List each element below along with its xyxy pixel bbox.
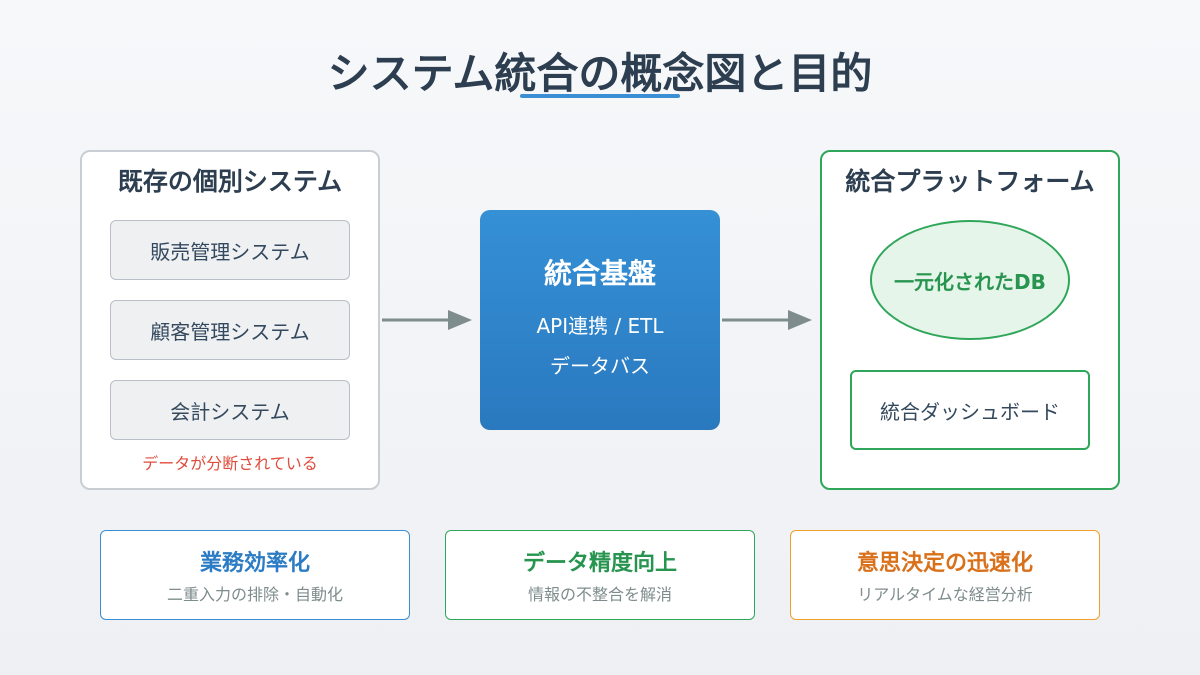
legacy-systems-panel: 既存の個別システム 販売管理システム 顧客管理システム 会計システム データが分… (80, 150, 380, 490)
benefit-accuracy: データ精度向上 情報の不整合を解消 (445, 530, 755, 620)
benefit-efficiency: 業務効率化 二重入力の排除・自動化 (100, 530, 410, 620)
benefit-title: 業務効率化 (199, 551, 310, 576)
customer-system-box: 顧客管理システム (110, 300, 350, 360)
benefit-title: 意思決定の迅速化 (856, 551, 1033, 576)
integrated-dashboard-box: 統合ダッシュボード (850, 370, 1090, 450)
benefit-title: データ精度向上 (522, 551, 677, 576)
hub-title: 統合基盤 (543, 257, 656, 290)
page-title: システム統合の概念図と目的 (327, 49, 873, 98)
benefit-subtitle: 情報の不整合を解消 (527, 585, 672, 604)
data-silo-note: データが分断されている (142, 454, 318, 473)
arrow-right-icon (722, 310, 812, 330)
unified-database: 一元化されたDB (870, 220, 1070, 340)
benefit-subtitle: リアルタイムな経営分析 (857, 585, 1033, 604)
benefit-decision-speed: 意思決定の迅速化 リアルタイムな経営分析 (790, 530, 1100, 620)
arrow-right-icon (382, 310, 472, 330)
legacy-panel-title: 既存の個別システム (117, 167, 343, 196)
accounting-system-box: 会計システム (110, 380, 350, 440)
hub-api-etl-label: API連携 / ETL (536, 314, 664, 338)
integrated-platform-panel: 統合プラットフォーム 一元化されたDB 統合ダッシュボード (820, 150, 1120, 490)
hub-databus-label: データバス (550, 354, 650, 378)
sales-system-box: 販売管理システム (110, 220, 350, 280)
integration-hub: 統合基盤 API連携 / ETL データバス (480, 210, 720, 430)
benefit-subtitle: 二重入力の排除・自動化 (166, 585, 343, 604)
platform-panel-title: 統合プラットフォーム (845, 167, 1095, 196)
title-underline (520, 94, 680, 98)
